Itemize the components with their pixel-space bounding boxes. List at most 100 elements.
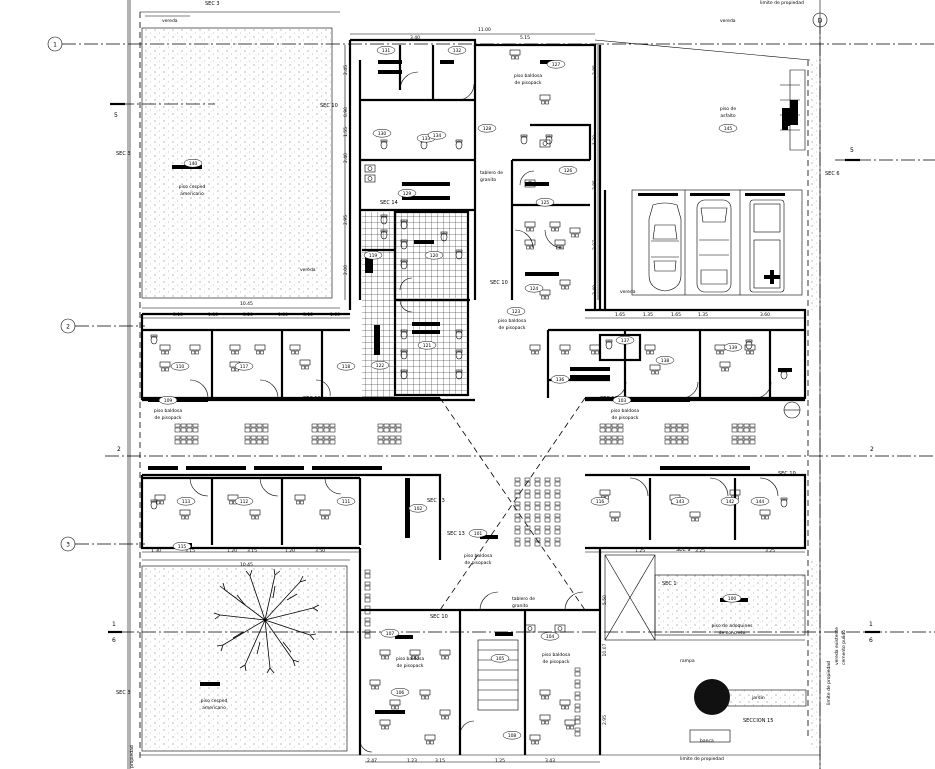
axis-label-2: 2 bbox=[66, 324, 70, 331]
room-tag-131: 131 bbox=[376, 45, 396, 55]
room-tag-113: 113 bbox=[176, 496, 196, 506]
room-number: 117 bbox=[240, 364, 249, 370]
dim-vert-a: 2.95 bbox=[343, 215, 349, 225]
room-number: 119 bbox=[369, 253, 378, 259]
axis-bubble-1: 1 bbox=[47, 36, 63, 52]
axis-mark-2-right: 2 bbox=[870, 446, 874, 453]
tree-symbol bbox=[213, 568, 320, 674]
label-piso-cesped-1b: americano bbox=[180, 191, 204, 197]
room-tag-144: 144 bbox=[750, 496, 770, 506]
seating-block-sw bbox=[364, 569, 371, 639]
room-number: 145 bbox=[724, 126, 733, 132]
room-number: 133 bbox=[422, 136, 431, 142]
seccion15: SECCION 15 bbox=[743, 718, 773, 724]
room-tag-112: 112 bbox=[234, 496, 254, 506]
cut1-left-top: 1 bbox=[112, 621, 116, 628]
room-number: 126 bbox=[564, 168, 573, 174]
redaction-bars bbox=[148, 60, 792, 714]
room-number: 103 bbox=[618, 398, 627, 404]
room-number: 121 bbox=[423, 343, 432, 349]
room-number: 132 bbox=[453, 48, 462, 54]
room-number: 115 bbox=[178, 544, 187, 550]
seating-block-center bbox=[514, 477, 561, 547]
label-vereda-right-b: cemento pulido bbox=[841, 630, 847, 665]
room-tag-123: 123 bbox=[506, 306, 526, 316]
sec10-a: SEC 10 bbox=[320, 103, 338, 109]
label-tablero-granito-1b: granito bbox=[480, 177, 496, 183]
label-limite-right: limite de propiedad bbox=[826, 661, 832, 705]
dim-row3: 3.50 bbox=[315, 548, 325, 554]
label-piso-cesped-1: piso cesped bbox=[179, 184, 206, 190]
room-tag-126: 126 bbox=[558, 165, 578, 175]
label-banca: banca bbox=[700, 738, 714, 744]
room-number: 124 bbox=[530, 286, 539, 292]
room-tag-103: 103 bbox=[612, 395, 632, 405]
west-wing-rooms bbox=[142, 328, 362, 545]
dim-row2: 1.60 bbox=[330, 312, 340, 318]
room-number: 143 bbox=[676, 499, 685, 505]
label-piso-baldosa-4: piso baldosa bbox=[611, 408, 639, 414]
room-tag-125: 125 bbox=[535, 197, 555, 207]
dim-right-row2: 1.65 bbox=[671, 312, 681, 318]
label-vereda-right-a: vereda existente bbox=[834, 627, 840, 665]
east-wing-rooms bbox=[546, 328, 805, 540]
room-tag-118: 118 bbox=[336, 361, 356, 371]
seating-block-w1 bbox=[174, 423, 199, 445]
room-tag-110: 110 bbox=[170, 361, 190, 371]
round-fixture-right bbox=[783, 401, 801, 419]
garden-bottom-left bbox=[141, 565, 348, 752]
label-rampa: rampa bbox=[680, 658, 695, 664]
room-number: 116 bbox=[596, 499, 605, 505]
label-piso-baldosa-6: piso baldosa bbox=[396, 656, 424, 662]
room-tag-107: 107 bbox=[380, 628, 400, 638]
dim-vert-a: 2.45 bbox=[343, 65, 349, 75]
label-limite-left: propiedad bbox=[129, 745, 135, 768]
room-tag-132: 132 bbox=[447, 45, 467, 55]
room-number: 100 bbox=[728, 596, 737, 602]
label-jardin: jardin bbox=[751, 695, 765, 701]
label-limite-top: limite de propiedad bbox=[760, 0, 804, 6]
dim-row3: 3.15 bbox=[247, 548, 257, 554]
room-tag-116: 116 bbox=[590, 496, 610, 506]
label-vereda-3: vereda bbox=[620, 289, 636, 295]
dim-vert-a: 1.55 bbox=[343, 127, 349, 137]
room-tag-105: 105 bbox=[490, 653, 510, 663]
cut1-right-bot: 6 bbox=[869, 637, 873, 644]
label-tablero-granito-2: tablero de bbox=[512, 596, 535, 602]
label-piso-cesped-2: piso cesped bbox=[201, 698, 228, 704]
label-piso-baldosa-2b: de pisopack bbox=[499, 325, 526, 331]
room-numbers: 1001011021031041051061071081091101111121… bbox=[158, 45, 770, 740]
car-1 bbox=[648, 202, 682, 292]
room-tag-145: 145 bbox=[718, 123, 738, 133]
label-vereda-2: vereda bbox=[300, 267, 316, 273]
garden-right-strip bbox=[808, 60, 820, 750]
room-number: 125 bbox=[541, 200, 550, 206]
dim-left-total-b: 10.45 bbox=[240, 562, 253, 568]
building-outline bbox=[140, 38, 807, 755]
dim-row2: 3.15 bbox=[173, 312, 183, 318]
room-tag-108: 108 bbox=[502, 730, 522, 740]
dim-right-row3: 1.25 bbox=[635, 548, 645, 554]
dim-bottom: 1.25 bbox=[495, 758, 505, 764]
room-number: 106 bbox=[396, 690, 405, 696]
room-number: 109 bbox=[164, 398, 173, 404]
dim-right-row3: 3.25 bbox=[765, 548, 775, 554]
room-number: 110 bbox=[176, 364, 185, 370]
seating-block-w3 bbox=[311, 423, 336, 445]
dim-right-row2: 3.60 bbox=[760, 312, 770, 318]
dim-top-total: 11.00 bbox=[478, 27, 491, 33]
furniture bbox=[150, 49, 788, 745]
dim-row2: 1.80 bbox=[278, 312, 288, 318]
planter-jardin bbox=[689, 679, 807, 743]
label-piso-baldosa-5b: de pisopack bbox=[465, 560, 492, 566]
label-piso-adoquines: piso de adoquines bbox=[712, 623, 754, 629]
room-tag-136: 136 bbox=[550, 374, 570, 384]
dim-right-row3: 3.25 bbox=[695, 548, 705, 554]
sec10-e: SEC 10 bbox=[430, 614, 448, 620]
dim-row3: 1.30 bbox=[151, 548, 161, 554]
room-number: 131 bbox=[382, 48, 391, 54]
room-tag-115: 115 bbox=[172, 541, 192, 551]
sec6-number: 5 bbox=[850, 147, 854, 154]
room-number: 139 bbox=[729, 345, 738, 351]
dim-row3: 1.20 bbox=[227, 548, 237, 554]
